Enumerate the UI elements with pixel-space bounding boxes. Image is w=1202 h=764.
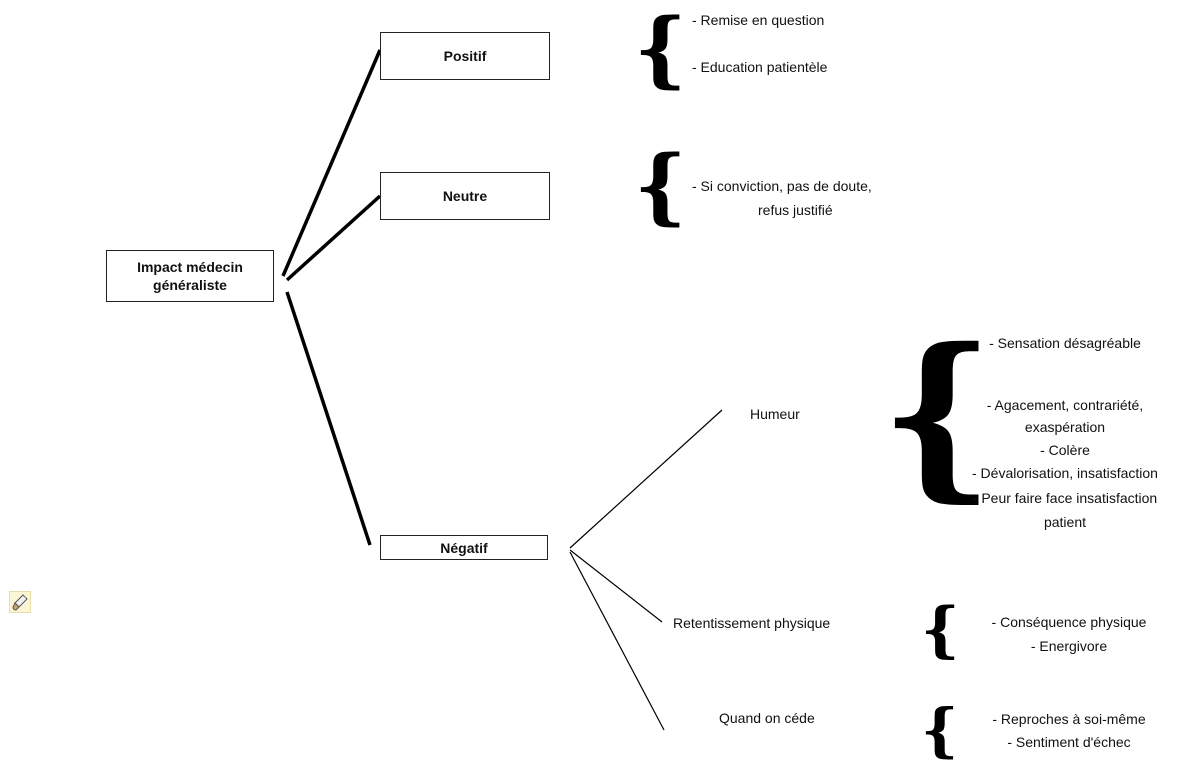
humeur-item: - Sensation désagréable	[989, 335, 1141, 351]
positif-node: Positif	[380, 32, 550, 80]
line-negatif-humeur	[569, 409, 723, 549]
positif-brace: {	[634, 1, 687, 97]
neutre-node: Neutre	[380, 172, 550, 220]
positif-item: - Education patientèle	[692, 59, 828, 75]
line-root-negatif	[285, 291, 372, 546]
physique-brace: {	[921, 595, 960, 665]
root-node: Impact médecin généraliste	[106, 250, 274, 302]
positif-item: - Remise en question	[692, 12, 825, 28]
cede-item: - Sentiment d'échec	[1007, 734, 1131, 750]
humeur-item: - Agacement, contrariété,	[986, 397, 1144, 413]
cede-brace: {	[921, 696, 959, 764]
physique-label: Retentissement physique	[673, 615, 831, 631]
humeur-item: - Peur faire face insatisfaction	[972, 490, 1158, 506]
neutre-item: refus justifié	[758, 202, 833, 218]
root-label-line2: généraliste	[153, 277, 227, 293]
line-root-neutre	[285, 194, 382, 282]
humeur-item: - Dévalorisation, insatisfaction	[972, 465, 1158, 481]
humeur-label: Humeur	[750, 406, 800, 422]
humeur-item: - Colère	[1040, 442, 1090, 458]
cede-label: Quand on céde	[719, 710, 815, 726]
line-root-positif	[281, 49, 382, 277]
positif-label: Positif	[443, 48, 487, 64]
humeur-brace: {	[880, 309, 995, 518]
line-negatif-physique	[569, 549, 663, 623]
neutre-label: Neutre	[442, 188, 488, 204]
physique-item: - Energivore	[1030, 638, 1108, 654]
cede-item: - Reproches à soi-même	[992, 711, 1146, 727]
humeur-item: exaspération	[1024, 419, 1106, 435]
paintbrush-icon[interactable]	[9, 591, 31, 613]
negatif-label: Négatif	[440, 539, 488, 556]
neutre-item: - Si conviction, pas de doute,	[692, 178, 872, 194]
line-negatif-cede	[569, 551, 665, 731]
humeur-item: patient	[1043, 514, 1087, 530]
negatif-node: Négatif	[380, 535, 548, 560]
root-label-line1: Impact médecin	[137, 259, 243, 275]
physique-item: - Conséquence physique	[991, 614, 1147, 630]
neutre-brace: {	[634, 138, 687, 234]
